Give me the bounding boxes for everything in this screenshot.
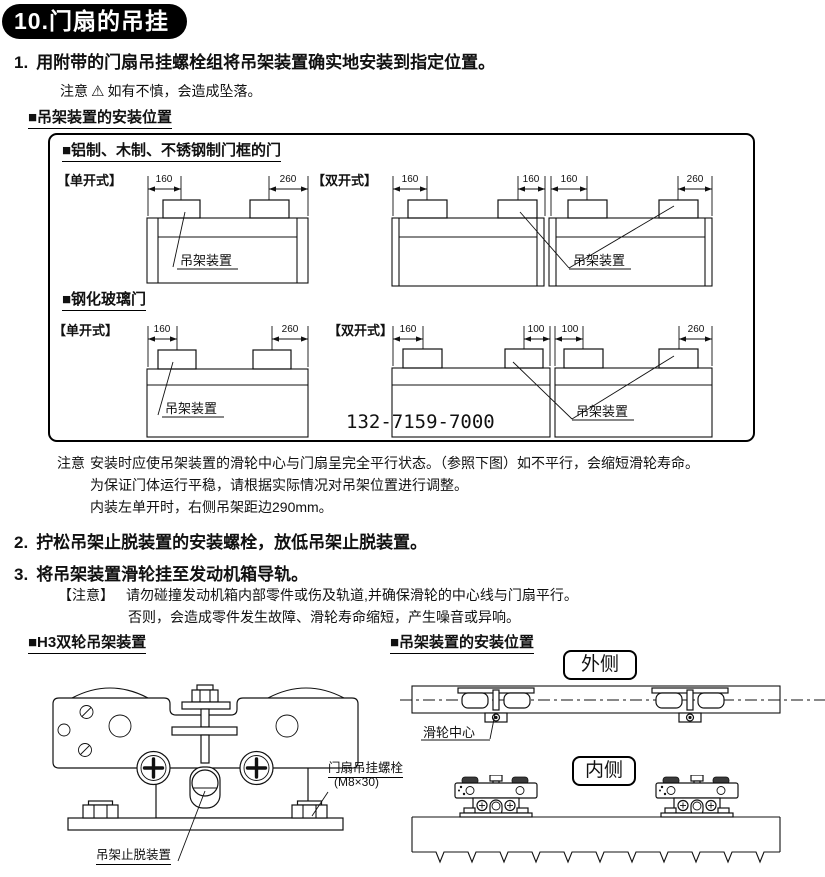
engine-box-rail <box>411 685 781 714</box>
dim-value: 160 <box>561 174 578 185</box>
dim-value: 160 <box>402 174 419 185</box>
note-line: 内装左单开时，右侧吊架距边290mm。 <box>90 499 333 515</box>
page-title: 10.门扇的吊挂 <box>14 8 169 34</box>
dim-value: 100 <box>562 324 579 335</box>
hanger-device-label: 吊架装置 <box>576 404 628 419</box>
frame-double-label: 【双开式】 <box>312 173 378 188</box>
dim-value: 260 <box>280 174 297 185</box>
phone-watermark: 132-7159-7000 <box>346 411 495 433</box>
door-drawing: 吊架装置 <box>146 199 309 284</box>
step-2-text: 拧松吊架止脱装置的安装螺栓，放低吊架止脱装置。 <box>36 533 428 552</box>
dimension-lines: 160 260 <box>147 174 309 216</box>
dimension-lines: 160 260 <box>147 324 309 367</box>
door-drawing: 吊架装置 <box>391 199 713 287</box>
bracket-holes <box>57 705 299 757</box>
door-drawing: 吊架装置 <box>391 348 713 438</box>
door-panel-broken <box>411 816 781 864</box>
break-line <box>412 851 780 864</box>
step-3-caution-label: 【注意】 <box>58 587 114 603</box>
dim-value: 260 <box>687 174 704 185</box>
stopper-device <box>189 766 221 809</box>
inside-tag: 内侧 <box>572 756 636 786</box>
h3-hanger-drawing <box>52 684 359 862</box>
install-diagram-box <box>48 133 755 442</box>
glass-double-diagram: 160 100 100 260 吊架装置 <box>391 324 713 438</box>
caution-label: 注意 <box>60 83 88 99</box>
h3-hanger-heading: ■H3双轮吊架装置 <box>28 631 147 654</box>
step-3-text: 将吊架装置滑轮挂至发动机箱导轨。 <box>36 565 309 584</box>
caution-text: 如有不慎，会造成坠落。 <box>107 83 262 99</box>
center-adjust-bolt <box>171 684 238 764</box>
glass-door-heading: ■钢化玻璃门 <box>62 288 147 311</box>
dim-value: 160 <box>156 174 173 185</box>
step-1-number: 1. <box>14 53 29 72</box>
door-bolt-label: 门扇吊挂螺栓 <box>328 757 404 778</box>
step-3-caution-line: 请勿碰撞发动机箱内部零件或伤及轨道,并确保滑轮的中心线与门扇平行。 <box>126 587 578 603</box>
inside-door-diagram <box>411 775 781 864</box>
frame-single-diagram: 160 260 吊架装置 <box>146 174 309 284</box>
note-line: 安装时应使吊架装置的滑轮中心与门扇呈完全平行状态。（参照下图）如不平行，会缩短滑… <box>90 455 699 471</box>
base-plate <box>67 817 344 831</box>
left-wheel-arc <box>71 687 149 699</box>
outside-tag: 外侧 <box>563 650 637 680</box>
stopper-leader-line <box>177 790 206 862</box>
warning-icon: ⚠ <box>91 83 105 100</box>
note-label: 注意 <box>57 455 85 471</box>
glass-double-label: 【双开式】 <box>328 323 394 338</box>
stopper-label: 吊架止脱装置 <box>96 844 172 865</box>
note-line: 为保证门体运行平稳，请根据实际情况对吊架位置进行调整。 <box>90 477 468 493</box>
dim-value: 260 <box>688 324 705 335</box>
step-3: 3. 将吊架装置滑轮挂至发动机箱导轨。 <box>14 560 308 585</box>
frame-door-heading: ■铝制、木制、不锈钢制门框的门 <box>62 139 282 162</box>
door-bolt-spec: (M8×30) <box>334 775 380 789</box>
dim-value: 160 <box>523 174 540 185</box>
frame-double-diagram: 160 160 160 260 吊架装置 <box>391 174 713 287</box>
hanger-device-label: 吊架装置 <box>573 253 625 268</box>
bolt-leader-line <box>311 791 329 817</box>
install-position-heading: ■吊架装置的安装位置 <box>28 106 173 129</box>
right-wheel-arc <box>267 687 345 699</box>
door-drawing: 吊架装置 <box>146 349 309 438</box>
dim-value: 100 <box>528 324 545 335</box>
dim-value: 160 <box>154 324 171 335</box>
step-2-number: 2. <box>14 533 29 552</box>
install-position-heading-2: ■吊架装置的安装位置 <box>390 631 535 654</box>
wheel-center-label: 滑轮中心 <box>423 725 475 740</box>
step-1: 1. 用附带的门扇吊挂螺栓组将吊架装置确实地安装到指定位置。 <box>14 48 495 73</box>
section-title-badge: 10.门扇的吊挂 <box>2 4 187 39</box>
step-1-text: 用附带的门扇吊挂螺栓组将吊架装置确实地安装到指定位置。 <box>36 53 496 72</box>
dim-value: 260 <box>282 324 299 335</box>
step-1-caution: 注意⚠如有不慎，会造成坠落。 <box>60 81 261 101</box>
frame-single-label: 【单开式】 <box>57 173 123 188</box>
glass-single-label: 【单开式】 <box>53 323 119 338</box>
outside-rail-diagram: 滑轮中心 <box>400 685 825 741</box>
glass-single-diagram: 160 260 吊架装置 <box>146 324 309 438</box>
step-3-caution-line: 否则，会造成零件发生故障、滑轮寿命缩短，产生噪音或异响。 <box>128 609 520 625</box>
dim-value: 160 <box>400 324 417 335</box>
step-3-number: 3. <box>14 565 29 584</box>
step-2: 2. 拧松吊架止脱装置的安装螺栓，放低吊架止脱装置。 <box>14 528 427 553</box>
hanger-device-label: 吊架装置 <box>165 401 217 416</box>
hanger-device-label: 吊架装置 <box>180 253 232 268</box>
